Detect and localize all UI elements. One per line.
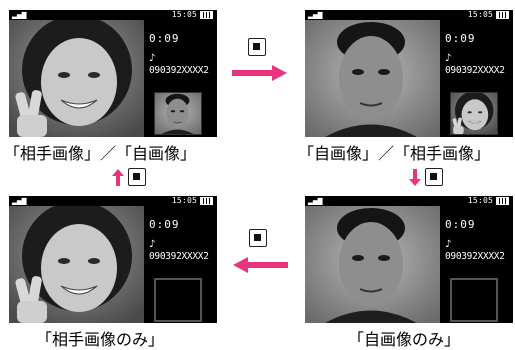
call-info: 0:09 ♪ 090392XXXX2 — [149, 206, 217, 286]
call-info: 0:09 ♪ 090392XXXX2 — [149, 20, 217, 100]
main-video-self — [305, 20, 440, 137]
call-timer: 0:09 — [445, 32, 476, 45]
square-key-icon — [249, 229, 267, 247]
arrow-up-icon — [112, 169, 124, 186]
phone-number: 090392XXXX2 — [149, 251, 209, 262]
call-timer: 0:09 — [445, 218, 476, 231]
status-time: 15:05 — [467, 10, 493, 19]
call-info: 0:09 ♪ 090392XXXX2 — [445, 20, 513, 100]
note-icon: ♪ — [149, 53, 156, 64]
phone-number: 090392XXXX2 — [445, 251, 505, 262]
main-video-partner — [9, 20, 144, 137]
note-icon: ♪ — [445, 53, 452, 64]
note-icon: ♪ — [149, 239, 156, 250]
status-bar: ▂▄▆ 15:05 — [9, 10, 217, 20]
status-bar: ▂▄▆ 15:05 — [9, 196, 217, 206]
battery-icon — [496, 196, 509, 205]
battery-icon — [200, 196, 213, 205]
sub-video-self — [154, 92, 202, 135]
main-video-partner — [9, 206, 144, 323]
caption-top-left: 「相手画像」／「自画像」 — [4, 144, 197, 163]
phone-screen-bottom-right: ▂▄▆ 15:05 0:09 ♪ 090392XXXX2 — [305, 196, 513, 323]
call-timer: 0:09 — [149, 32, 180, 45]
caption-bottom-right: 「自画像のみ」 — [348, 330, 461, 349]
phone-number: 090392XXXX2 — [445, 65, 505, 76]
sub-video-partner — [450, 92, 498, 135]
call-info: 0:09 ♪ 090392XXXX2 — [445, 206, 513, 286]
square-key-icon — [128, 168, 146, 186]
status-bar: ▂▄▆ 15:05 — [305, 196, 513, 206]
signal-icon: ▂▄▆ — [12, 196, 27, 205]
sub-video-off — [154, 278, 202, 322]
signal-icon: ▂▄▆ — [12, 10, 27, 19]
phone-screen-bottom-left: ▂▄▆ 15:05 0:09 ♪ 090392XXXX2 — [9, 196, 217, 323]
status-bar: ▂▄▆ 15:05 — [305, 10, 513, 20]
phone-number: 090392XXXX2 — [149, 65, 209, 76]
signal-icon: ▂▄▆ — [308, 196, 323, 205]
signal-icon: ▂▄▆ — [308, 10, 323, 19]
caption-top-right: 「自画像」／「相手画像」 — [298, 144, 491, 163]
battery-icon — [200, 10, 213, 19]
arrow-down-icon — [409, 169, 421, 186]
sub-video-off — [450, 278, 498, 322]
square-key-icon — [248, 38, 266, 56]
arrow-left-icon — [233, 257, 288, 273]
phone-screen-top-left: ▂▄▆ 15:05 0:09 ♪ 090392XXXX2 — [9, 10, 217, 137]
note-icon: ♪ — [445, 239, 452, 250]
status-time: 15:05 — [467, 196, 493, 205]
caption-bottom-left: 「相手画像のみ」 — [36, 330, 165, 349]
battery-icon — [496, 10, 509, 19]
status-time: 15:05 — [171, 196, 197, 205]
phone-screen-top-right: ▂▄▆ 15:05 0:09 ♪ 090392XXXX2 — [305, 10, 513, 137]
main-video-self — [305, 206, 440, 323]
square-key-icon — [425, 168, 443, 186]
status-time: 15:05 — [171, 10, 197, 19]
call-timer: 0:09 — [149, 218, 180, 231]
arrow-right-icon — [232, 65, 287, 81]
